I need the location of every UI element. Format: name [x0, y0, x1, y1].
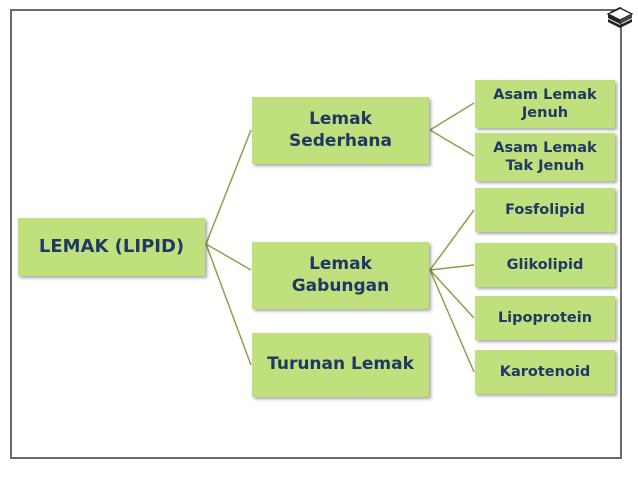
connector-root-sederhana	[205, 129, 252, 245]
node-label: Lipoprotein	[497, 309, 593, 326]
connector-root-gabungan	[205, 243, 252, 271]
connector-gabungan-lipoprotein	[429, 269, 475, 319]
root-node: LEMAK (LIPID)	[18, 218, 205, 276]
stacked-books-icon	[606, 7, 634, 28]
connector-gabungan-glikolipid	[429, 264, 475, 271]
connector-gabungan-karotenoid	[429, 269, 475, 373]
node-asam-lemak-jenuh: Asam Lemak Jenuh	[475, 80, 615, 128]
node-lipoprotein: Lipoprotein	[475, 296, 615, 340]
node-label: Turunan Lemak	[267, 354, 414, 375]
node-label: Lemak Gabungan	[291, 254, 390, 296]
node-label: Karotenoid	[499, 363, 591, 380]
root-label: LEMAK (LIPID)	[38, 235, 185, 257]
connector-root-turunan	[205, 243, 252, 366]
connector-sederhana-jenuh	[429, 102, 475, 131]
node-label: Asam Lemak Jenuh	[493, 86, 597, 121]
node-turunan-lemak: Turunan Lemak	[252, 333, 429, 397]
connector-gabungan-fosfolipid	[429, 209, 475, 271]
node-karotenoid: Karotenoid	[475, 350, 615, 394]
node-label: Fosfolipid	[505, 201, 585, 218]
node-asam-lemak-tak-jenuh: Asam Lemak Tak Jenuh	[475, 133, 615, 181]
node-label: Glikolipid	[506, 256, 584, 273]
slide-frame	[10, 9, 622, 459]
node-label: Asam Lemak Tak Jenuh	[493, 139, 597, 174]
node-lemak-gabungan: Lemak Gabungan	[252, 242, 429, 309]
node-glikolipid: Glikolipid	[475, 243, 615, 287]
connector-sederhana-takjenuh	[429, 129, 475, 157]
node-label: Lemak Sederhana	[288, 109, 392, 151]
node-lemak-sederhana: Lemak Sederhana	[252, 97, 429, 164]
node-fosfolipid: Fosfolipid	[475, 188, 615, 232]
